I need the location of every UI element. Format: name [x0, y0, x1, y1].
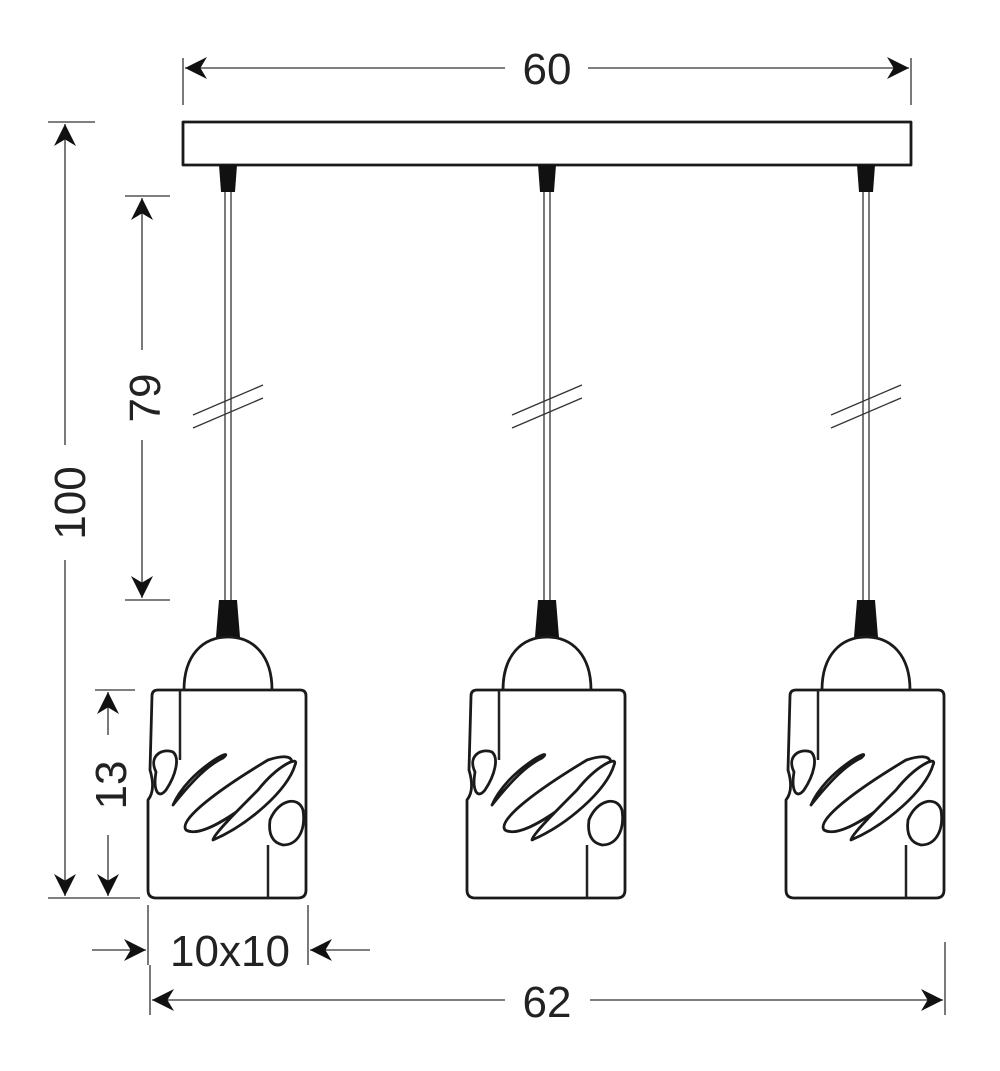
dimension-cable-length: 79 [121, 195, 170, 601]
total-width-label: 62 [523, 978, 572, 1027]
dimension-total-height: 100 [46, 121, 140, 899]
pendant-left [146, 163, 308, 900]
cable-length-label: 79 [121, 374, 170, 423]
dimension-total-width: 62 [149, 942, 946, 1027]
dimension-canopy-width: 60 [182, 45, 912, 105]
dimension-shade-base: 10x10 [92, 905, 370, 976]
dimension-shade-height: 13 [87, 689, 136, 896]
total-height-label: 100 [46, 466, 95, 539]
shade-height-label: 13 [87, 761, 136, 810]
canopy-width-label: 60 [523, 45, 572, 94]
ceiling-canopy [181, 120, 913, 167]
pendant-middle [465, 163, 627, 900]
shade-base-label: 10x10 [170, 927, 290, 976]
pendant-right [784, 163, 946, 900]
